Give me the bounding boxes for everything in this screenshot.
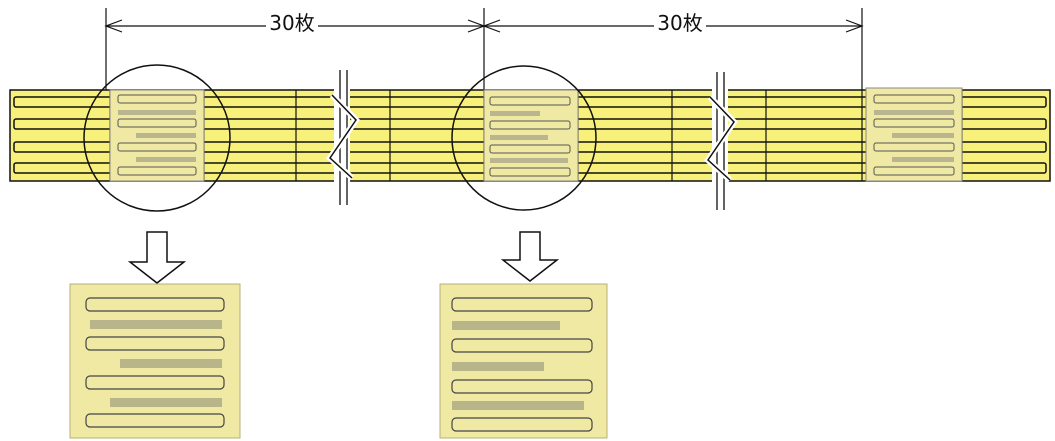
label-card-3 — [865, 87, 963, 182]
down-arrow-left-icon — [127, 231, 187, 284]
dimension-line-right: 30枚 — [482, 8, 864, 90]
magnifier-circle-right — [451, 65, 597, 211]
dimension-line-left: 30枚 — [104, 8, 486, 90]
down-arrow-right-icon — [500, 231, 560, 282]
magnifier-circle-left — [83, 64, 231, 212]
enlarged-label-right — [439, 283, 608, 439]
break-mark-left — [326, 70, 360, 205]
label-strip — [9, 70, 1051, 210]
label-card-1 — [109, 89, 205, 182]
label-card-2 — [483, 89, 579, 182]
dimension-label-left: 30枚 — [269, 11, 314, 35]
enlarged-label-left — [69, 283, 241, 439]
dimension-label-right: 30枚 — [657, 11, 702, 35]
break-mark-right — [704, 72, 738, 210]
